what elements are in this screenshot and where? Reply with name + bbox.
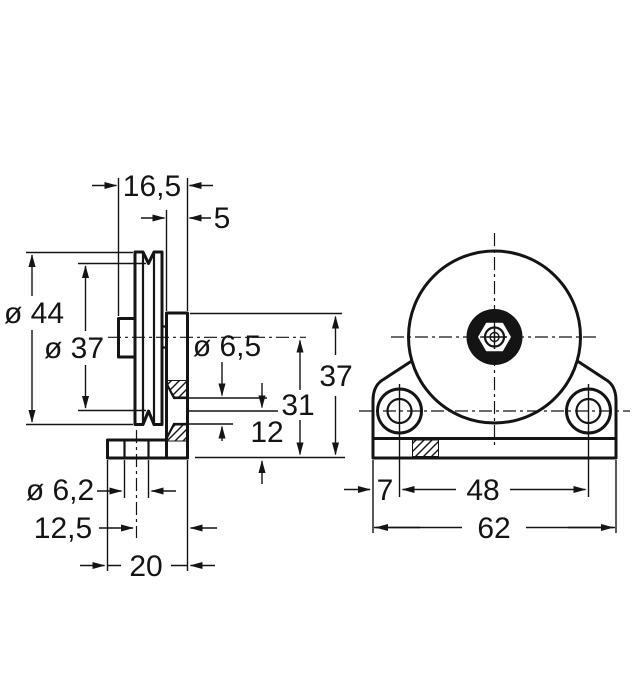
dim-overall-width: 62 xyxy=(477,512,510,545)
dim-overall-depth: 16,5 xyxy=(123,170,181,203)
dim-hole-spacing: 48 xyxy=(466,474,499,507)
dim-axis-height: 31 xyxy=(281,389,314,422)
dimension-text-backgrounds xyxy=(6,296,526,580)
dimension-arrows xyxy=(28,181,614,570)
base-section-hatch xyxy=(412,439,439,457)
dim-base-depth: 20 xyxy=(129,550,162,583)
bracket-outline-right xyxy=(577,360,618,440)
dim-plate-hole-diameter: ø 6,5 xyxy=(193,330,261,363)
dim-pulley-outer-diameter: ø 44 xyxy=(4,297,64,330)
bracket-outline-left xyxy=(371,360,412,440)
dim-base-hole-diameter: ø 6,2 xyxy=(26,474,94,507)
dim-overall-height: 37 xyxy=(319,360,352,393)
cone-lower xyxy=(165,422,176,440)
dim-hole-edge-distance: 7 xyxy=(377,474,394,507)
side-view xyxy=(106,250,306,538)
dim-base-hole-offset: 12,5 xyxy=(34,512,92,545)
cone-upper xyxy=(165,382,176,400)
dim-plate-hole-height: 12 xyxy=(250,416,283,449)
front-view xyxy=(359,233,630,497)
pulley-side-profile xyxy=(133,250,164,426)
base-plate-front xyxy=(371,437,618,460)
dim-plate-thickness: 5 xyxy=(214,202,231,235)
mounting-hole-right xyxy=(565,384,612,497)
dimension-labels: 16,5 5 ø 44 ø 37 ø 6,5 37 31 12 ø 6,2 12… xyxy=(4,170,511,583)
dim-pulley-groove-diameter: ø 37 xyxy=(44,332,104,365)
countersunk-hole-section xyxy=(165,380,189,442)
